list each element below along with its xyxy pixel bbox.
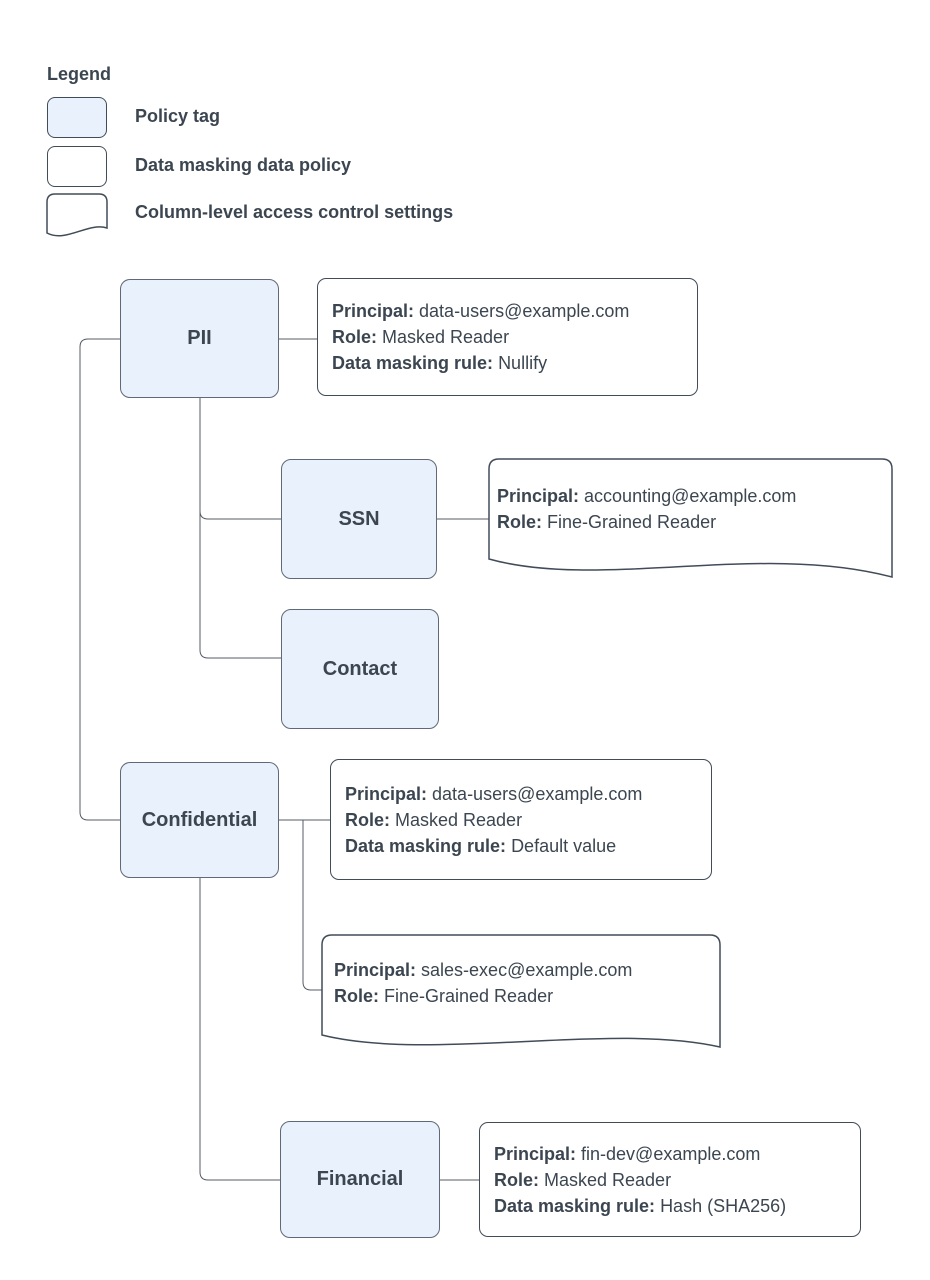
principal-value: data-users@example.com — [432, 783, 643, 804]
principal-value: accounting@example.com — [584, 486, 797, 506]
financial-masking-policy-box: Principal:fin-dev@example.com Role:Maske… — [479, 1122, 861, 1237]
legend-data-policy-swatch — [47, 146, 107, 187]
principal-label: Principal: — [497, 486, 580, 506]
role-label: Role: — [334, 986, 379, 1006]
rule-label: Data masking rule: — [332, 353, 494, 373]
confidential-masking-policy-box: Principal:data-users@example.com Role:Ma… — [330, 759, 712, 880]
rule-value: Default value — [511, 835, 617, 856]
connector-confidential-financial — [199, 878, 280, 1181]
node-ssn-label: SSN — [338, 507, 380, 530]
role-row: Role:Fine-Grained Reader — [334, 983, 632, 1009]
principal-row: Principal:accounting@example.com — [497, 483, 796, 509]
rule-label: Data masking rule: — [345, 835, 507, 856]
role-value: Masked Reader — [395, 809, 523, 830]
rule-value: Hash (SHA256) — [660, 1195, 787, 1216]
rule-row: Data masking rule:Hash (SHA256) — [494, 1193, 860, 1219]
principal-row: Principal:fin-dev@example.com — [494, 1141, 860, 1167]
confidential-access-settings-text: Principal:sales-exec@example.com Role:Fi… — [334, 957, 632, 1009]
node-financial: Financial — [280, 1121, 440, 1238]
principal-row: Principal:sales-exec@example.com — [334, 957, 632, 983]
principal-row: Principal:data-users@example.com — [332, 298, 697, 324]
legend-label-access-control: Column-level access control settings — [135, 202, 454, 222]
principal-value: sales-exec@example.com — [421, 960, 633, 980]
principal-label: Principal: — [345, 783, 428, 804]
confidential-access-tape-shape — [321, 934, 721, 1048]
rule-value: Nullify — [498, 353, 548, 373]
node-pii-label: PII — [187, 327, 212, 349]
node-pii: PII — [120, 279, 279, 398]
node-financial-label: Financial — [316, 1168, 404, 1190]
connector-pii-ssn — [199, 398, 281, 520]
role-row: Role:Masked Reader — [332, 324, 697, 350]
node-contact-label: Contact — [322, 657, 398, 680]
pii-masking-policy-box: Principal:data-users@example.com Role:Ma… — [317, 278, 698, 396]
legend-title: Legend — [47, 64, 112, 84]
principal-label: Principal: — [332, 301, 415, 321]
role-row: Role:Masked Reader — [345, 807, 711, 833]
role-value: Fine-Grained Reader — [547, 512, 717, 532]
rule-row: Data masking rule:Nullify — [332, 350, 697, 376]
node-contact: Contact — [281, 609, 439, 729]
role-value: Masked Reader — [382, 327, 510, 347]
role-value: Fine-Grained Reader — [384, 986, 554, 1006]
principal-label: Principal: — [334, 960, 417, 980]
role-label: Role: — [345, 809, 390, 830]
node-confidential-label: Confidential — [141, 808, 258, 831]
role-label: Role: — [494, 1169, 539, 1190]
ssn-access-tape-shape — [488, 458, 893, 578]
role-row: Role:Fine-Grained Reader — [497, 509, 796, 535]
principal-value: data-users@example.com — [419, 301, 630, 321]
connector-pii-contact — [199, 398, 281, 659]
rule-label: Data masking rule: — [494, 1195, 656, 1216]
legend-label-policy-tag: Policy tag — [135, 106, 221, 126]
node-ssn: SSN — [281, 459, 437, 579]
role-value: Masked Reader — [544, 1169, 672, 1190]
principal-label: Principal: — [494, 1143, 577, 1164]
rule-row: Data masking rule:Default value — [345, 833, 711, 859]
connector-confidential-access — [302, 820, 322, 991]
principal-value: fin-dev@example.com — [581, 1143, 761, 1164]
node-confidential: Confidential — [120, 762, 279, 878]
legend-policy-tag-swatch — [47, 97, 107, 138]
legend-access-control-swatch — [46, 193, 108, 237]
connector-trunk-pii-confidential — [79, 338, 120, 821]
role-label: Role: — [497, 512, 542, 532]
legend-label-data-policy: Data masking data policy — [135, 155, 352, 175]
role-row: Role:Masked Reader — [494, 1167, 860, 1193]
principal-row: Principal:data-users@example.com — [345, 781, 711, 807]
ssn-access-settings-text: Principal:accounting@example.com Role:Fi… — [497, 483, 796, 535]
role-label: Role: — [332, 327, 377, 347]
